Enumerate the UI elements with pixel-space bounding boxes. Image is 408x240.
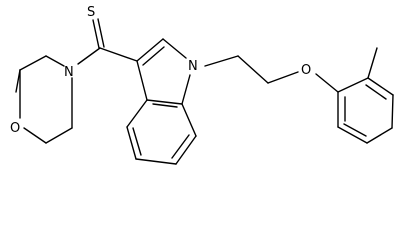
bond-aryl-c2-c3	[367, 77, 394, 96]
bond-c6-c7-inner	[171, 134, 190, 159]
bond-c3a-c3	[136, 60, 148, 101]
atom-s-label: S	[87, 5, 95, 20]
atom-o-ether-label: O	[301, 63, 311, 78]
bond-aryl-c2-c3-inner	[365, 84, 387, 100]
bond-cs-double-a	[92, 19, 100, 49]
bond-c4-c5	[126, 126, 137, 160]
bond-c3-c2	[136, 38, 164, 62]
bond-ch2-ch2	[237, 55, 269, 84]
bond-c3a-c7a-inner	[152, 103, 178, 108]
bond-c-n-morph	[77, 47, 101, 65]
bonds	[15, 18, 394, 165]
bond-o-aryl	[315, 73, 339, 93]
bond-aryl-c1-c2	[337, 77, 369, 93]
bond-n1-c7a	[181, 74, 191, 105]
bond-aryl-c5-c6	[337, 126, 368, 144]
bond-c4-c5-inner	[132, 127, 142, 156]
bond-n1-ch2	[204, 55, 239, 67]
bond-morph-c-c-top	[19, 55, 47, 71]
bond-morph-o-c	[23, 127, 47, 144]
bond-c2-n1	[162, 38, 187, 59]
molecule-svg: S N O N O	[10, 5, 394, 165]
bond-c6-c7	[175, 135, 197, 165]
bond-cs-double-b	[97, 18, 105, 48]
bond-morph-c-c-bottom	[45, 127, 73, 144]
bond-aryl-c5-c6-inner	[343, 123, 367, 137]
molecule-diagram: S N O N O	[10, 5, 394, 165]
bond-morph-n-c	[45, 55, 65, 67]
bond-methyl	[367, 47, 378, 79]
atom-labels: S N O N O	[10, 5, 311, 136]
bond-aryl-c3-c4	[391, 94, 394, 129]
bond-c3a-c4	[126, 99, 148, 128]
bond-ch2-o	[267, 71, 299, 84]
bond-c7a-c3a	[146, 99, 183, 105]
bond-c-c3	[99, 47, 138, 62]
atom-n-indole-label: N	[188, 59, 198, 74]
bond-c5-c6	[135, 158, 177, 165]
bond-c3-c2-inner	[142, 46, 165, 66]
bond-c7-c7a	[181, 103, 197, 137]
bond-aryl-c4-c5	[366, 127, 393, 144]
atom-n-morpholine-label: N	[64, 65, 74, 80]
atom-o-morpholine-label: O	[10, 121, 20, 136]
